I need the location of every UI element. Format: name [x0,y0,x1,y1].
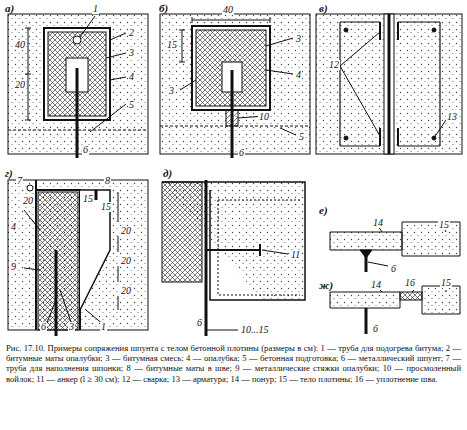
callout-number: 6 [238,148,245,158]
callout-number: 2 [128,28,135,38]
callout-number: 15 [440,278,452,288]
callout-number: 6 [372,324,379,334]
callout-number: 4 [10,222,17,232]
dam-joint-illustration [0,0,467,340]
callout-number: 4 [295,70,302,80]
callout-number: 6 [196,318,203,328]
panel-letter: ж) [318,280,334,290]
callout-number: 1 [92,4,99,14]
callout-number: 14 [370,280,382,290]
callout-number: 14 [372,218,384,228]
callout-number: 10 [258,112,270,122]
callout-number: 20 [120,226,132,236]
callout-number: 9 [10,262,17,272]
callout-number: 15 [166,40,178,50]
callout-number: 40 [14,40,26,50]
callout-number: 3 [168,86,175,96]
callout-number: 20 [120,286,132,296]
callout-number: 7 [16,176,23,186]
callout-number: 3 [295,34,302,44]
callout-number: 6 [40,322,47,332]
panel-letter: д) [162,168,173,178]
callout-number: 3 [68,322,75,332]
callout-number: 6 [390,264,397,274]
callout-number: 1 [100,322,107,332]
panel-letter: б) [158,3,169,13]
callout-number: 3 [128,48,135,58]
callout-number: 20 [14,80,26,90]
callout-number: 5 [298,132,305,142]
callout-number: 8 [104,176,111,186]
figure-caption: Рис. 17.10. Примеры сопряжения шпунта с … [6,343,461,384]
callout-number: 20 [22,196,34,206]
callout-number: 20 [120,256,132,266]
callout-number: 15 [100,202,112,212]
callout-number: 5 [128,100,135,110]
panel-letter: а) [4,3,15,13]
callout-number: 4 [128,72,135,82]
callout-number: 12 [328,60,340,70]
callout-number: 6 [82,145,89,155]
panel-letter: в) [318,3,329,13]
panel-letter: г) [4,168,14,178]
callout-number: 15 [82,194,94,204]
callout-number: 11 [290,250,301,260]
panel-letter: е) [318,205,329,215]
callout-number: 16 [404,278,416,288]
callout-number: 15 [438,220,450,230]
callout-number: 13 [446,112,458,122]
callout-number: 10...15 [240,325,270,335]
callout-number: 40 [222,5,234,15]
